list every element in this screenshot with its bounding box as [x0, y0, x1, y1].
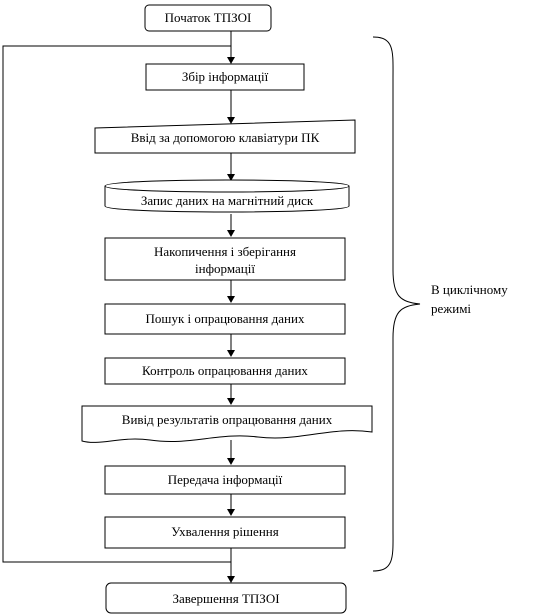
loop-back-line — [2, 45, 231, 563]
disk-write-node-label: Запис даних на магнітний диск — [141, 193, 314, 208]
transmit-node-label: Передача інформації — [168, 472, 283, 487]
transmit-node — [104, 465, 346, 495]
accumulate-node-label-line1: Накопичення і зберігання — [154, 244, 296, 259]
start-node-label: Початок ТПЗОІ — [165, 10, 252, 25]
decision-node — [104, 516, 346, 549]
end-node — [105, 582, 347, 614]
keyboard-input-node — [94, 119, 356, 154]
output-results-node — [81, 405, 373, 443]
cyclic-mode-label-line1: В циклічному — [431, 282, 508, 297]
start-node — [144, 4, 272, 32]
cyclic-mode-brace — [372, 36, 421, 572]
control-node — [104, 357, 346, 385]
cyclic-mode-label-line2: режимі — [431, 301, 471, 316]
accumulate-node — [104, 237, 346, 281]
keyboard-input-node-label: Ввід за допомогою клавіатури ПК — [131, 130, 320, 145]
collect-node — [145, 63, 305, 91]
search-process-node-label: Пошук і опрацювання даних — [146, 311, 305, 326]
decision-node-label: Ухвалення рішення — [171, 524, 278, 539]
control-node-label: Контроль опрацювання даних — [142, 363, 308, 378]
end-node-label: Завершення ТПЗОІ — [172, 591, 279, 606]
disk-write-node — [104, 179, 350, 213]
accumulate-node-label-line2: інформації — [195, 261, 255, 276]
disk-write-node-top-ellipse — [104, 185, 350, 193]
output-results-node-label: Вивід результатів опрацювання даних — [122, 412, 333, 427]
search-process-node — [104, 303, 346, 335]
collect-node-label: Збір інформації — [182, 69, 269, 84]
